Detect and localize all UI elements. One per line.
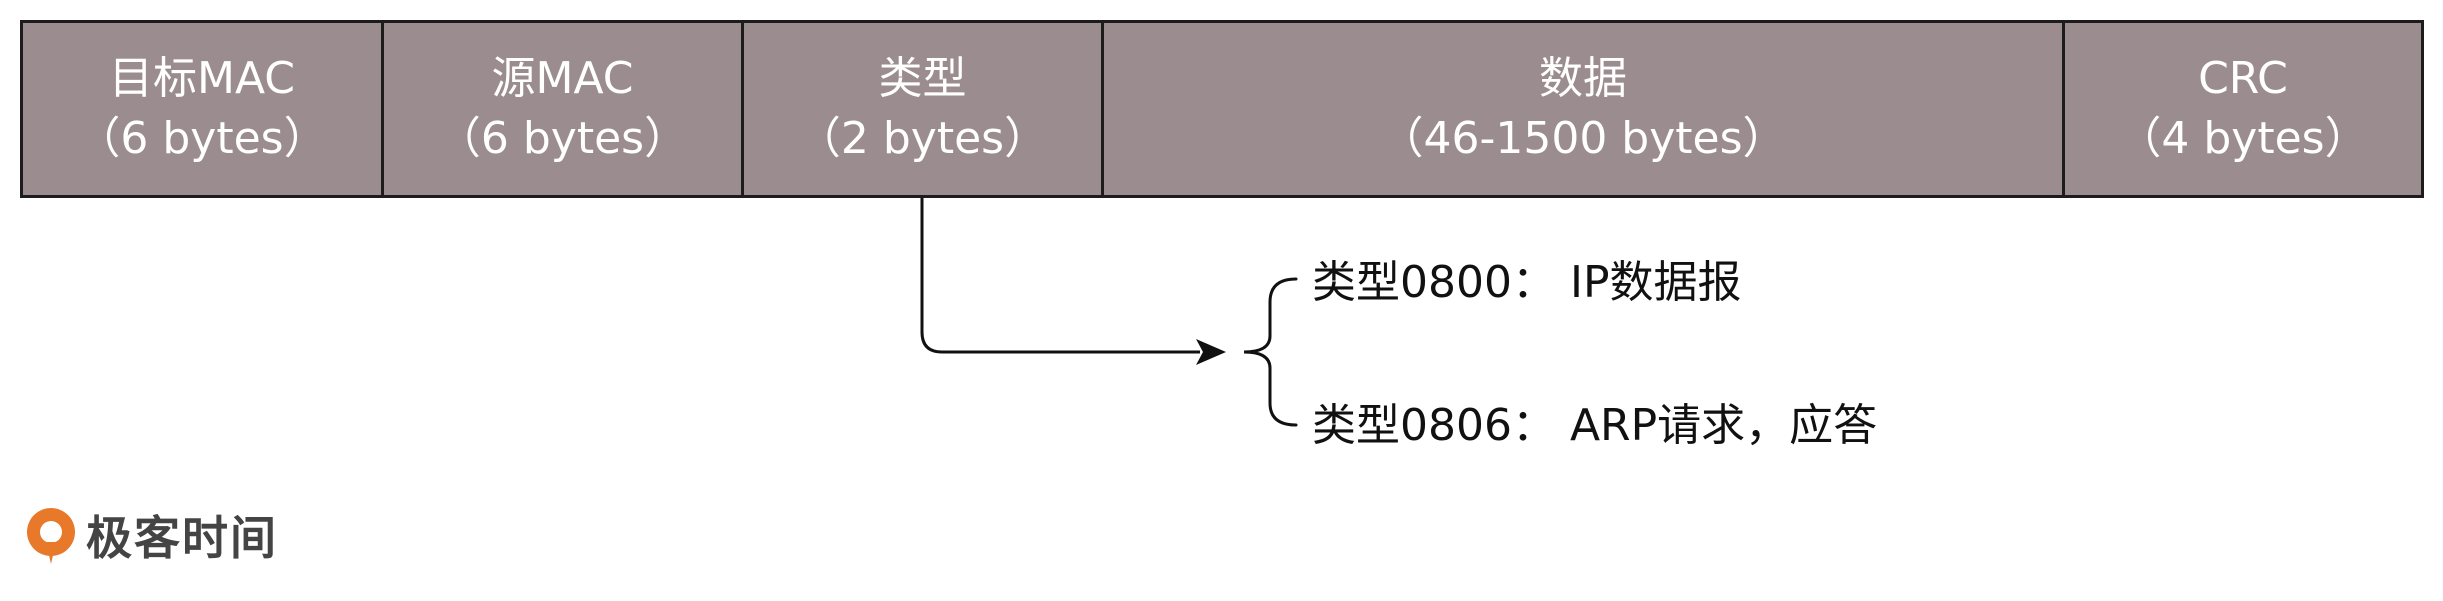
- field-name: 类型: [878, 53, 967, 104]
- field-dst-mac: 目标MAC （6 bytes）: [23, 23, 384, 195]
- field-name: CRC: [2198, 53, 2288, 104]
- brand-name: 极客时间: [86, 511, 278, 565]
- field-type: 类型 （2 bytes）: [744, 23, 1104, 195]
- field-name: 源MAC: [491, 53, 634, 104]
- field-size: （2 bytes）: [796, 113, 1049, 164]
- field-name: 目标MAC: [108, 53, 295, 104]
- type-0800-label: 类型0800： IP数据报: [1312, 257, 1742, 308]
- field-src-mac: 源MAC （6 bytes）: [384, 23, 744, 195]
- type-connector-line: [920, 198, 1200, 354]
- field-data: 数据 （46-1500 bytes）: [1104, 23, 2065, 195]
- field-size: （6 bytes）: [436, 113, 689, 164]
- field-size: （6 bytes）: [76, 113, 328, 164]
- field-size: （4 bytes）: [2117, 113, 2369, 164]
- geektime-logo-icon: [27, 508, 75, 564]
- ethernet-frame: 目标MAC （6 bytes） 源MAC （6 bytes） 类型 （2 byt…: [20, 20, 2424, 198]
- arrow-head-icon: [1196, 339, 1226, 365]
- type-0806-label: 类型0806： ARP请求，应答: [1312, 400, 1878, 451]
- brand-logo: 极客时间: [22, 502, 278, 568]
- curly-brace-icon: [1243, 277, 1298, 427]
- field-name: 数据: [1539, 53, 1627, 104]
- field-size: （46-1500 bytes）: [1379, 113, 1787, 164]
- field-crc: CRC （4 bytes）: [2065, 23, 2421, 195]
